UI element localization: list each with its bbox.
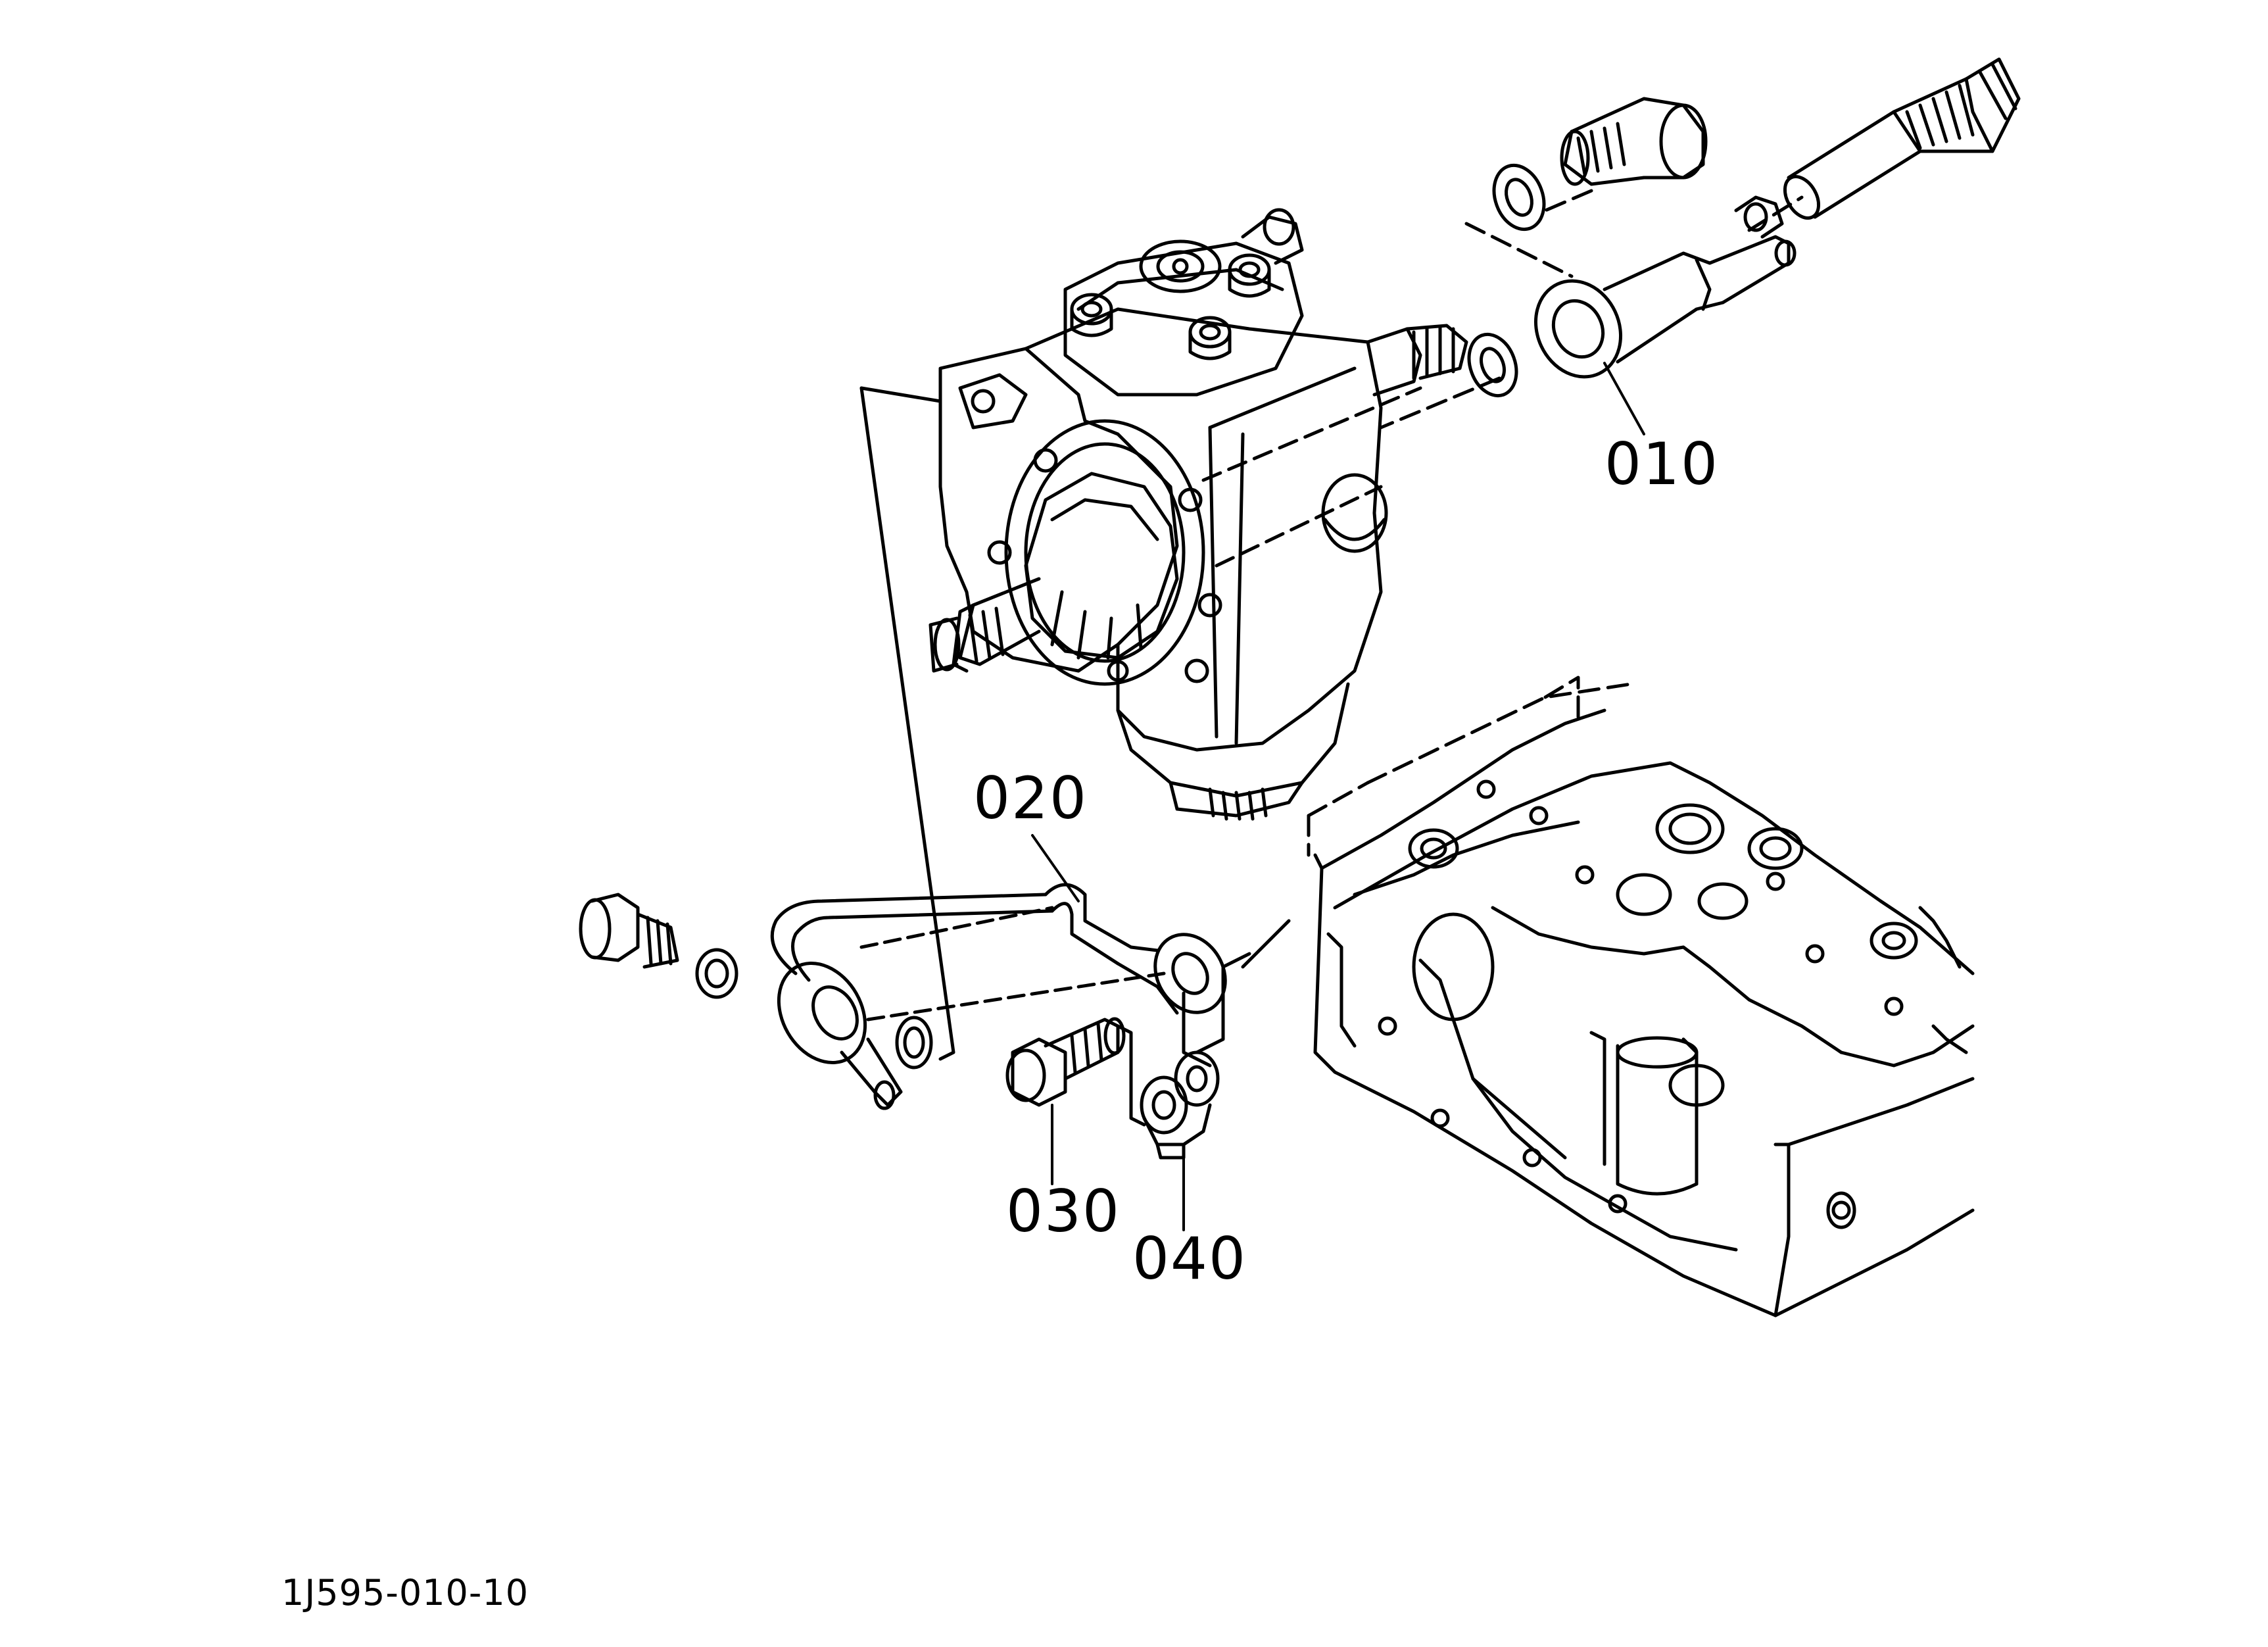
banjo-fitting-010-illustration [1379,57,2021,430]
cylinder-head-illustration [1307,676,1975,1317]
drawing-reference-number: 1J595-010-10 [281,1572,529,1613]
part-label-020: 020 [973,764,1088,832]
part-label-040: 040 [1132,1225,1247,1292]
part-label-010: 010 [1604,430,1719,498]
clamp-040-illustration [1140,919,1291,1160]
bolt-030-illustration [1005,1017,1146,1127]
part-label-030: 030 [1006,1177,1121,1245]
fuel-pipe-020-illustration [579,386,1227,1110]
pump-body-illustration [929,208,1468,821]
leader-line-020 [1031,834,1080,902]
leader-line-010 [1603,362,1645,435]
